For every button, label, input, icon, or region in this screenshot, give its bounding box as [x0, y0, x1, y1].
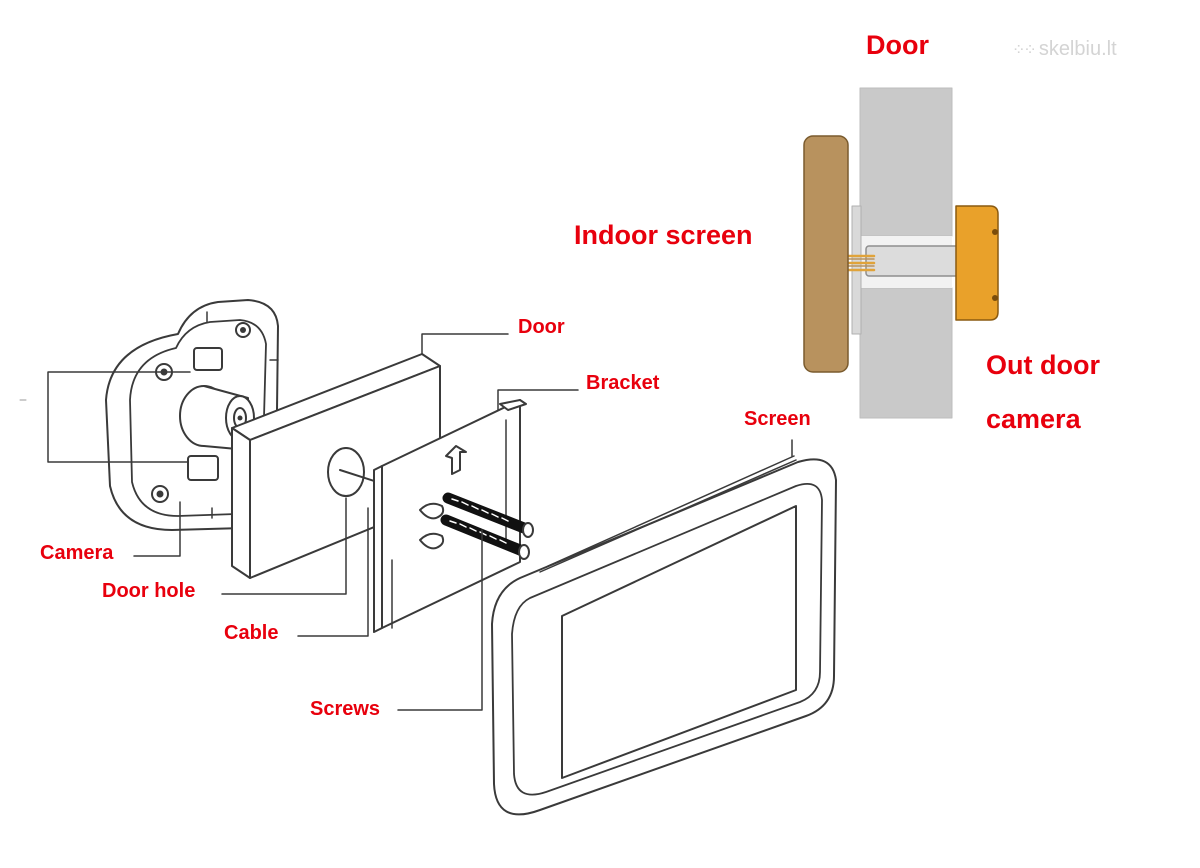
- camera-slot-top: [193, 347, 223, 371]
- leader-door: [421, 333, 509, 355]
- side-view-outdoor-camera: [955, 205, 999, 321]
- camera-screw-hole-top-right: [235, 322, 251, 338]
- screws: [440, 492, 534, 560]
- bracket: [373, 399, 527, 633]
- side-view-door-upper: [859, 87, 953, 237]
- side-view-camera-bolt-bottom: [992, 295, 998, 301]
- label-indoor-screen: Indoor screen: [574, 220, 753, 250]
- label-door-top: Door: [866, 30, 929, 60]
- camera-slot-bottom: [187, 455, 219, 481]
- side-view-wires: [844, 254, 876, 272]
- leader-lines: [19, 333, 793, 711]
- label-outdoor-camera-line1: Out door: [986, 350, 1100, 380]
- leader-cable: [297, 507, 369, 637]
- dot-grid-icon: ⁘⁘: [1012, 42, 1037, 59]
- side-view-wires-alt: [845, 258, 875, 267]
- label-screws: Screws: [310, 698, 381, 720]
- indoor-screen-unit: [491, 455, 837, 816]
- side-view-cable: [865, 245, 963, 277]
- door-block-front: [231, 427, 251, 579]
- side-view-indoor-screen: [803, 135, 849, 373]
- screw-upper: [442, 492, 534, 538]
- leader-bracket: [497, 389, 579, 411]
- side-view-installation: [803, 87, 999, 419]
- screen-display: [561, 505, 797, 779]
- leader-door-hole: [221, 497, 347, 595]
- label-door: Door: [518, 316, 565, 338]
- leader-camera: [133, 501, 181, 557]
- camera-screw-hole-bottom-left: [151, 485, 169, 503]
- label-door-hole: Door hole: [102, 580, 196, 602]
- door-block: [231, 353, 441, 579]
- leader-camera-bracket: [47, 371, 191, 463]
- bracket-up-arrow: [445, 445, 467, 475]
- label-bracket: Bracket: [586, 372, 660, 394]
- screw-lower: [440, 514, 530, 560]
- side-view-door-lower: [859, 287, 953, 419]
- watermark: ⁘⁘skelbiu.lt: [1012, 38, 1117, 61]
- label-screen: Screen: [744, 408, 811, 430]
- watermark-text: skelbiu.lt: [1038, 38, 1117, 60]
- leader-screws: [397, 529, 483, 711]
- label-camera: Camera: [40, 542, 114, 564]
- side-view-camera-bolt-top: [992, 229, 998, 235]
- label-cable: Cable: [224, 622, 279, 644]
- label-outdoor-camera-line2: camera: [986, 404, 1081, 434]
